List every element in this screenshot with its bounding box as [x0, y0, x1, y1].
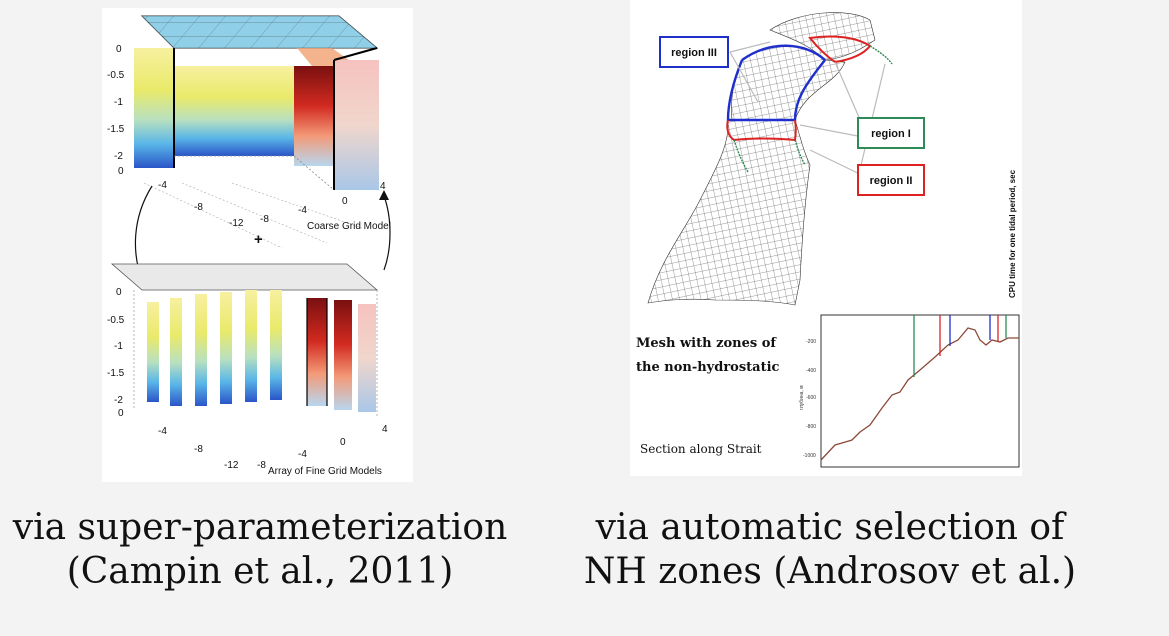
region-i-label: region I — [871, 128, 911, 140]
region-iii-callout: region III — [659, 36, 729, 68]
section-y-ticks: -200 -400 -600 -800 -1000 — [803, 339, 816, 459]
strait-mesh — [647, 12, 893, 306]
coarse-red-column — [294, 66, 334, 166]
left-caption-line1: via super-parameterization — [12, 507, 508, 548]
super-parameterization-figure: 0 -0.5 -1 -1.5 -2 0 -4 -8 -12 -8 -4 0 4 … — [102, 8, 413, 482]
svg-text:-600: -600 — [806, 395, 816, 401]
coarse-axis-tick: 4 — [380, 181, 386, 192]
left-caption: via super-parameterization (Campin et al… — [0, 506, 520, 594]
coarse-front-face-left — [134, 48, 174, 168]
super-parameterization-svg: 0 -0.5 -1 -1.5 -2 0 -4 -8 -12 -8 -4 0 4 … — [107, 15, 391, 477]
fine-axis-ticks: -4 -8 -12 -8 -4 0 4 — [158, 424, 388, 471]
cpu-time-label: CPU time for one tidal period, sec — [1008, 169, 1017, 298]
coarse-axis-tick: -12 — [229, 218, 244, 229]
fine-top-frame — [110, 263, 379, 291]
plus-sign: + — [254, 231, 263, 248]
fine-z-tick: -1 — [114, 341, 123, 352]
fine-z-tick: -0.5 — [107, 315, 125, 326]
coarse-axis-ticks: -4 -8 -12 -8 -4 0 4 — [158, 180, 386, 229]
fine-axis-tick: -8 — [194, 444, 203, 455]
fine-z-tick: 0 — [118, 408, 124, 419]
bathymetry-profile — [820, 327, 1019, 461]
coarse-axis-tick: -4 — [298, 205, 307, 216]
fine-axis-tick: 0 — [340, 437, 346, 448]
fine-axis-tick: -8 — [257, 460, 266, 471]
coarse-z-tick: 0 — [118, 166, 124, 177]
nh-zones-figure: region III region I region II CPU time f… — [630, 0, 1022, 476]
coarse-z-tick: -0.5 — [107, 70, 125, 81]
svg-text:-400: -400 — [806, 368, 816, 374]
coarse-z-tick: -1.5 — [107, 124, 125, 135]
fine-z-tick: -2 — [114, 395, 123, 406]
fine-axis-tick: -12 — [224, 460, 239, 471]
coarse-axis-tick: -8 — [260, 214, 269, 225]
fine-z-axis-ticks: 0 -0.5 -1 -1.5 -2 0 — [107, 287, 125, 419]
depth-axis-label: глубина, м — [799, 385, 805, 410]
region-ii-label: region II — [870, 175, 913, 187]
coarse-grid-label: Coarse Grid Model — [307, 221, 391, 232]
region-ii-boundary — [726, 119, 797, 142]
coarse-right-face — [334, 60, 379, 190]
region-iii-label: region III — [671, 47, 717, 59]
fine-axis-tick: 4 — [382, 424, 388, 435]
section-plot-frame — [820, 314, 1020, 468]
coarse-z-tick: -2 — [114, 151, 123, 162]
svg-text:-800: -800 — [806, 424, 816, 430]
coarse-z-axis-ticks: 0 -0.5 -1 -1.5 -2 0 — [107, 44, 125, 177]
fine-slices — [147, 290, 376, 412]
right-caption: via automatic selection of NH zones (And… — [560, 506, 1100, 594]
mesh-lower — [647, 119, 811, 306]
coarse-axis-tick: -4 — [158, 180, 167, 191]
depth-section-plot: -200 -400 -600 -800 -1000 глубина, м — [799, 314, 1020, 468]
fine-axis-tick: -4 — [158, 426, 167, 437]
region-i-callout: region I — [857, 117, 925, 149]
region-iii-boundary — [741, 44, 826, 61]
coarse-grid-cube: 0 -0.5 -1 -1.5 -2 0 -4 -8 -12 -8 -4 0 4 … — [107, 15, 391, 249]
coarse-axis-tick: -8 — [194, 202, 203, 213]
mesh-caption-line2: the non-hydrostatic — [636, 360, 780, 375]
right-caption-line2: NH zones (Androsov et al.) — [583, 551, 1077, 592]
svg-text:-200: -200 — [806, 339, 816, 345]
fine-axis-tick: -4 — [298, 449, 307, 460]
fine-z-tick: -1.5 — [107, 368, 125, 379]
fine-z-tick: 0 — [116, 287, 122, 298]
left-caption-line2: (Campin et al., 2011) — [66, 551, 454, 592]
coarse-z-tick: 0 — [116, 44, 122, 55]
coarse-axis-tick: 0 — [342, 196, 348, 207]
mesh-caption-line1: Mesh with zones of — [636, 336, 777, 351]
svg-text:-1000: -1000 — [803, 453, 816, 459]
section-caption: Section along Strait — [640, 442, 762, 456]
coarse-inner-face — [174, 66, 294, 156]
region-ii-callout: region II — [857, 164, 925, 196]
fine-grid-array: 0 -0.5 -1 -1.5 -2 0 -4 -8 -12 -8 -4 0 4 … — [107, 263, 388, 477]
coarse-z-tick: -1 — [114, 97, 123, 108]
upward-arrow — [383, 195, 391, 271]
nh-zones-svg: region III region I region II CPU time f… — [636, 12, 1020, 468]
right-caption-line1: via automatic selection of — [595, 507, 1065, 548]
zone-markers — [913, 315, 1007, 377]
fine-grid-label: Array of Fine Grid Models — [268, 466, 382, 477]
